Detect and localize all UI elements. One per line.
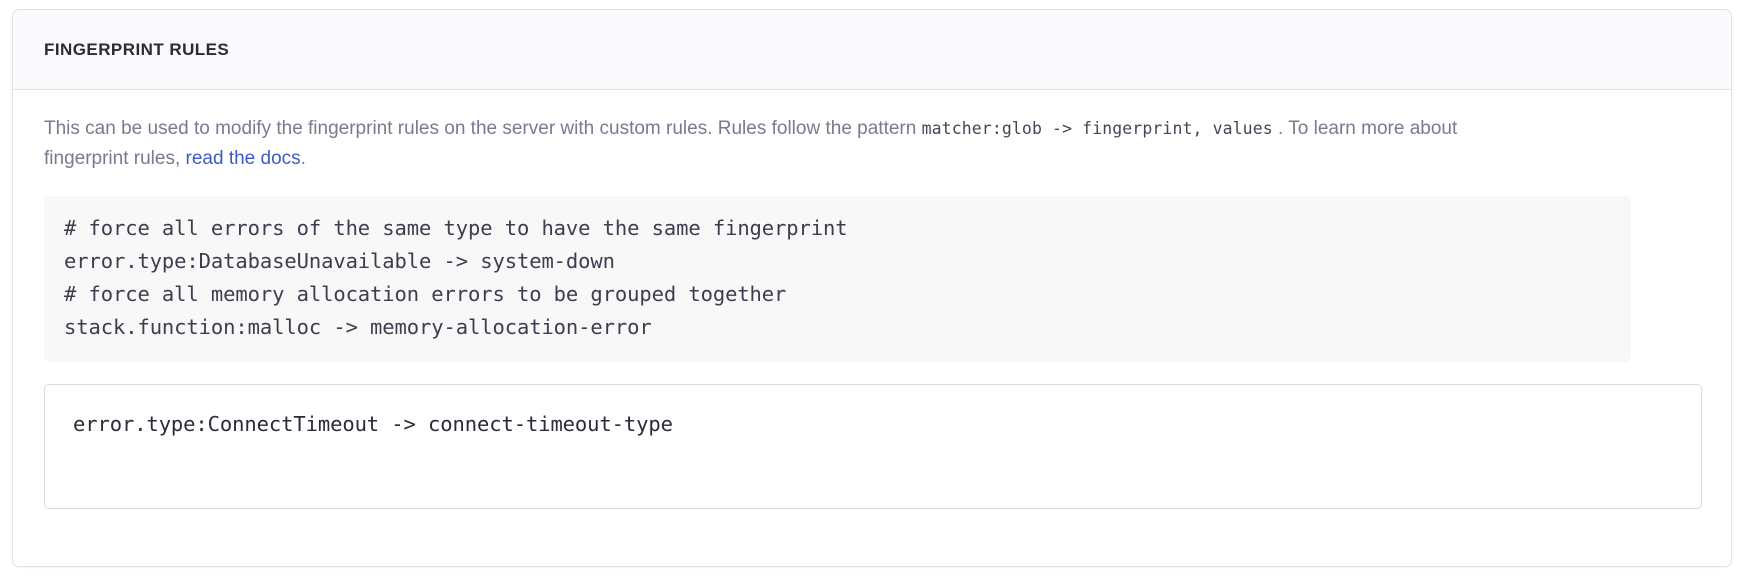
read-the-docs-link[interactable]: read the docs — [185, 148, 301, 169]
panel-description: This can be used to modify the fingerpri… — [44, 114, 1464, 174]
code-line: stack.function:malloc -> memory-allocati… — [64, 315, 652, 339]
code-line: error.type:DatabaseUnavailable -> system… — [64, 249, 615, 273]
fingerprint-rules-panel: FINGERPRINT RULES This can be used to mo… — [12, 9, 1732, 567]
description-text-part-3: . — [300, 148, 306, 169]
example-code-block: # force all errors of the same type to h… — [44, 196, 1631, 362]
page-title: FINGERPRINT RULES — [44, 40, 230, 59]
panel-body: This can be used to modify the fingerpri… — [13, 90, 1731, 509]
panel-header: FINGERPRINT RULES — [13, 10, 1731, 90]
description-text-part-1: This can be used to modify the fingerpri… — [44, 118, 922, 139]
fingerprint-rules-input[interactable] — [44, 384, 1702, 509]
code-line: # force all errors of the same type to h… — [64, 216, 848, 240]
description-text-part-2: . To learn more about fingerprint rules, — [44, 118, 1458, 169]
code-line: # force all memory allocation errors to … — [64, 282, 787, 306]
inline-code-pattern: matcher:glob -> fingerprint, values — [921, 119, 1273, 138]
